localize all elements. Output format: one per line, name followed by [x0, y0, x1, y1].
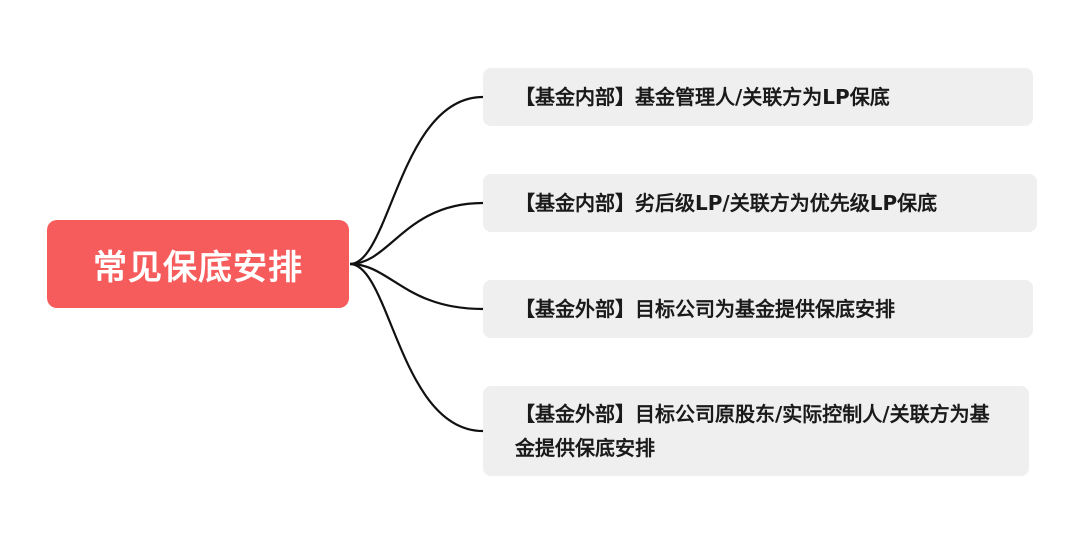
branch-topic-3[interactable]: 【基金外部】目标公司为基金提供保底安排 [483, 280, 1033, 338]
connector-branch-2 [349, 201, 484, 266]
branch-topic-1[interactable]: 【基金内部】基金管理人/关联方为LP保底 [483, 68, 1033, 126]
root-topic-label: 常见保底安排 [93, 247, 303, 288]
connector-branch-3 [349, 262, 484, 311]
branch-topic-label: 【基金内部】劣后级LP/关联方为优先级LP保底 [515, 191, 938, 215]
branch-topic-label: 【基金外部】目标公司为基金提供保底安排 [515, 297, 895, 321]
connector-branch-4 [349, 262, 484, 433]
branch-topic-4[interactable]: 【基金外部】目标公司原股东/实际控制人/关联方为基金提供保底安排 [483, 386, 1029, 476]
root-topic[interactable]: 常见保底安排 [47, 220, 349, 308]
connector-branch-1 [349, 95, 484, 266]
branch-topic-2[interactable]: 【基金内部】劣后级LP/关联方为优先级LP保底 [483, 174, 1037, 232]
branch-topic-label: 【基金内部】基金管理人/关联方为LP保底 [515, 85, 890, 109]
branch-topic-label: 【基金外部】目标公司原股东/实际控制人/关联方为基金提供保底安排 [515, 402, 990, 460]
